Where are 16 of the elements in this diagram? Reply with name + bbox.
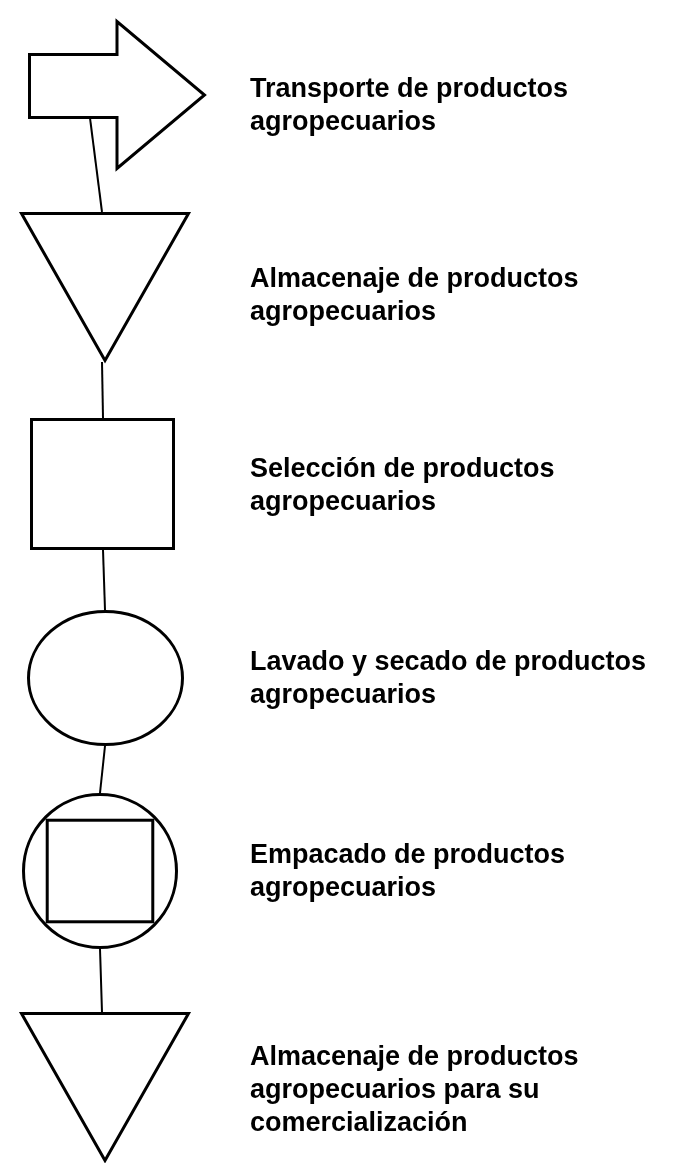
connector-line bbox=[99, 948, 103, 1013]
connector-line bbox=[99, 745, 106, 794]
operation-circle bbox=[27, 610, 184, 746]
step-label: Lavado y secado de productos agropecuarios bbox=[250, 645, 648, 711]
storage-triangle bbox=[20, 1012, 190, 1162]
step-label: Empacado de productos agropecuarios bbox=[250, 838, 567, 904]
connector-line bbox=[102, 549, 106, 611]
operation-square bbox=[30, 418, 175, 550]
step-label: Almacenaje de productos agropecuarios bbox=[250, 262, 580, 328]
connector-line bbox=[101, 361, 104, 419]
connector-line bbox=[89, 117, 103, 213]
step-label: Selección de productos agropecuarios bbox=[250, 452, 556, 518]
transport-arrow bbox=[28, 20, 206, 170]
storage-triangle bbox=[20, 212, 190, 362]
step-label: Almacenaje de productos agropecuarios para su comercialización bbox=[250, 1040, 580, 1139]
step-label: Transporte de productos agropecuarios bbox=[250, 72, 570, 138]
